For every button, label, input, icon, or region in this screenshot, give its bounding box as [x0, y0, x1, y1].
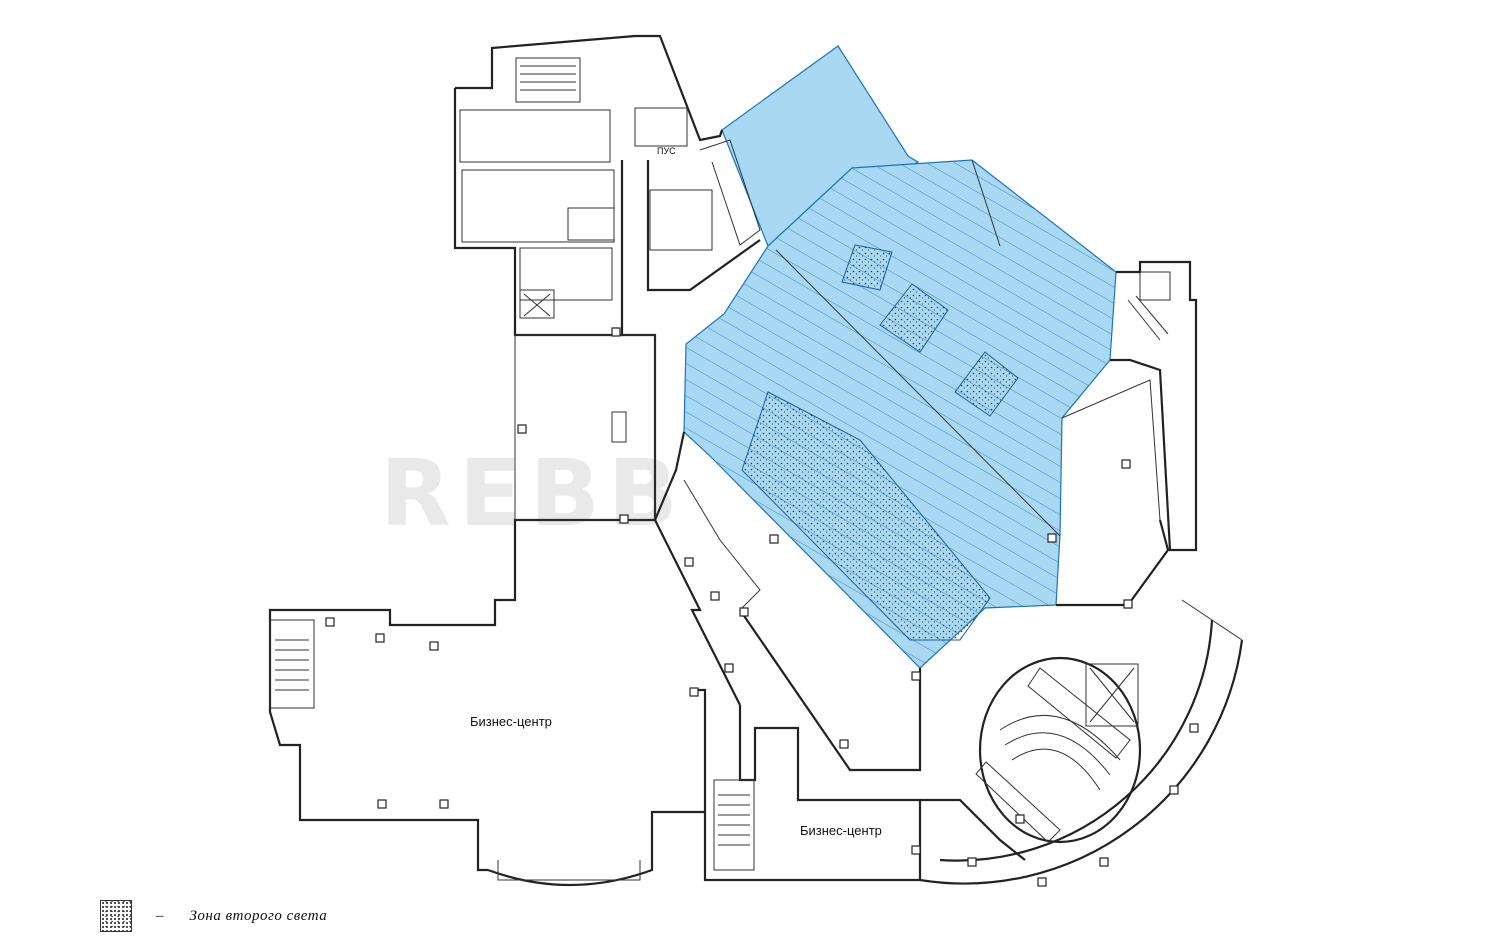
second-light-zone: [879, 283, 949, 353]
legend-dotted-swatch-icon: [100, 900, 132, 932]
highlighted-office-area[interactable]: [683, 45, 1117, 669]
room-label-business-center-west: Бизнес-центр: [470, 714, 552, 729]
second-light-zone: [841, 244, 893, 291]
hatched-office-zone-overlay: [684, 160, 1116, 668]
second-light-zone: [741, 391, 991, 641]
building-walls: ПУС: [268, 34, 1244, 887]
top-light-zone: [721, 45, 920, 247]
legend-dash: –: [156, 907, 164, 924]
room-label-business-center-south: Бизнес-центр: [800, 823, 882, 838]
legend-label: Зона второго света: [189, 907, 328, 924]
restroom-label: ПУС: [657, 146, 676, 156]
watermark: REBB: [380, 440, 686, 547]
legend: – Зона второго света: [100, 898, 327, 934]
structural-columns: [325, 327, 1199, 887]
second-light-zone: [954, 351, 1019, 417]
